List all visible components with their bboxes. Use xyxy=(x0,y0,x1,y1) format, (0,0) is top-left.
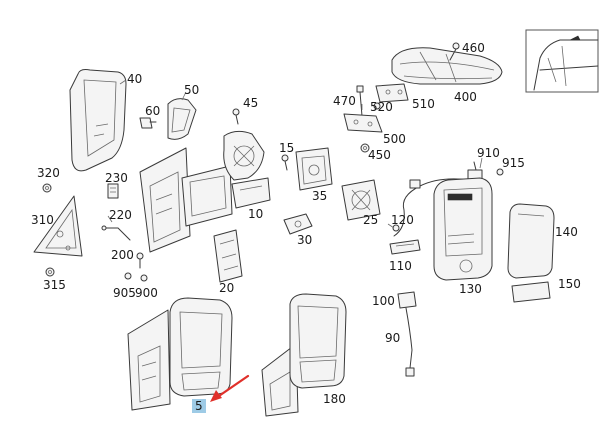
leader-lines xyxy=(107,79,483,229)
part-310-triangle-panel xyxy=(33,195,83,257)
callout-120: 120 xyxy=(391,213,414,227)
callout-320: 320 xyxy=(37,166,60,180)
part-5-complete-mirror xyxy=(127,297,233,411)
part-40-mirror-cover xyxy=(69,69,127,172)
part-150-lower-glass xyxy=(511,281,551,303)
callout-520: 520 xyxy=(370,100,393,114)
part-30-connector xyxy=(283,213,313,235)
callout-315: 315 xyxy=(43,278,66,292)
part-520-clip xyxy=(373,102,381,110)
part-220-bent-rod xyxy=(101,225,131,241)
part-910-915-wiring xyxy=(393,161,504,237)
part-510-bracket xyxy=(375,83,409,103)
callout-90: 90 xyxy=(385,331,401,345)
callout-180: 180 xyxy=(323,392,346,406)
part-180-mirror xyxy=(261,293,347,417)
part-45-screw xyxy=(232,108,240,125)
part-905-900-fasteners xyxy=(124,272,148,282)
callout-200: 200 xyxy=(111,248,134,262)
part-35-motor-plate xyxy=(295,147,333,191)
part-10-arm-housing xyxy=(139,130,271,253)
part-120-screw xyxy=(392,224,400,232)
vehicle-inset-thumbnail xyxy=(525,29,599,93)
red-pointer-arrow xyxy=(210,374,250,402)
callout-140: 140 xyxy=(555,225,578,239)
callout-510: 510 xyxy=(412,97,435,111)
callout-130: 130 xyxy=(459,282,482,296)
callout-110: 110 xyxy=(389,259,412,273)
part-320-screw xyxy=(42,183,52,193)
callout-460: 460 xyxy=(462,41,485,55)
part-470-bolt xyxy=(356,85,364,117)
callout-45: 45 xyxy=(243,96,259,110)
callout-915: 915 xyxy=(502,156,525,170)
part-100-90-cable xyxy=(397,291,417,377)
callout-905: 905 xyxy=(113,286,136,300)
callout-35: 35 xyxy=(312,189,328,203)
callout-10: 10 xyxy=(248,207,264,221)
callout-500: 500 xyxy=(383,132,406,146)
callout-15: 15 xyxy=(279,141,295,155)
part-60-bulb xyxy=(139,117,157,129)
callout-20: 20 xyxy=(219,281,235,295)
callout-60: 60 xyxy=(145,104,161,118)
callout-400: 400 xyxy=(454,90,477,104)
part-130-mirror-body xyxy=(433,177,493,281)
part-450-nut xyxy=(360,143,370,153)
part-500-plate xyxy=(343,113,383,133)
part-15-screw xyxy=(281,154,289,171)
part-20-trim-strip xyxy=(213,229,243,283)
part-460-screw xyxy=(449,42,460,61)
callout-25: 25 xyxy=(363,213,379,227)
callout-230: 230 xyxy=(105,171,128,185)
part-230-clip xyxy=(107,183,119,199)
callout-150: 150 xyxy=(558,277,581,291)
callout-100: 100 xyxy=(372,294,395,308)
part-50-glass-frame xyxy=(167,98,197,140)
callout-470: 470 xyxy=(333,94,356,108)
callout-220: 220 xyxy=(109,208,132,222)
callout-40: 40 xyxy=(127,72,143,86)
part-25-glass-carrier xyxy=(341,179,381,221)
part-110-connector xyxy=(389,239,421,255)
callout-30: 30 xyxy=(297,233,313,247)
callout-900: 900 xyxy=(135,286,158,300)
callout-910: 910 xyxy=(477,146,500,160)
part-315-nut xyxy=(45,267,55,277)
callout-5-highlighted[interactable]: 5 xyxy=(192,399,206,413)
callout-310: 310 xyxy=(31,213,54,227)
part-200-screw xyxy=(136,252,144,269)
part-140-mirror-glass xyxy=(507,203,555,279)
callout-50: 50 xyxy=(184,83,200,97)
callout-450: 450 xyxy=(368,148,391,162)
part-400-housing-cover xyxy=(391,47,503,85)
